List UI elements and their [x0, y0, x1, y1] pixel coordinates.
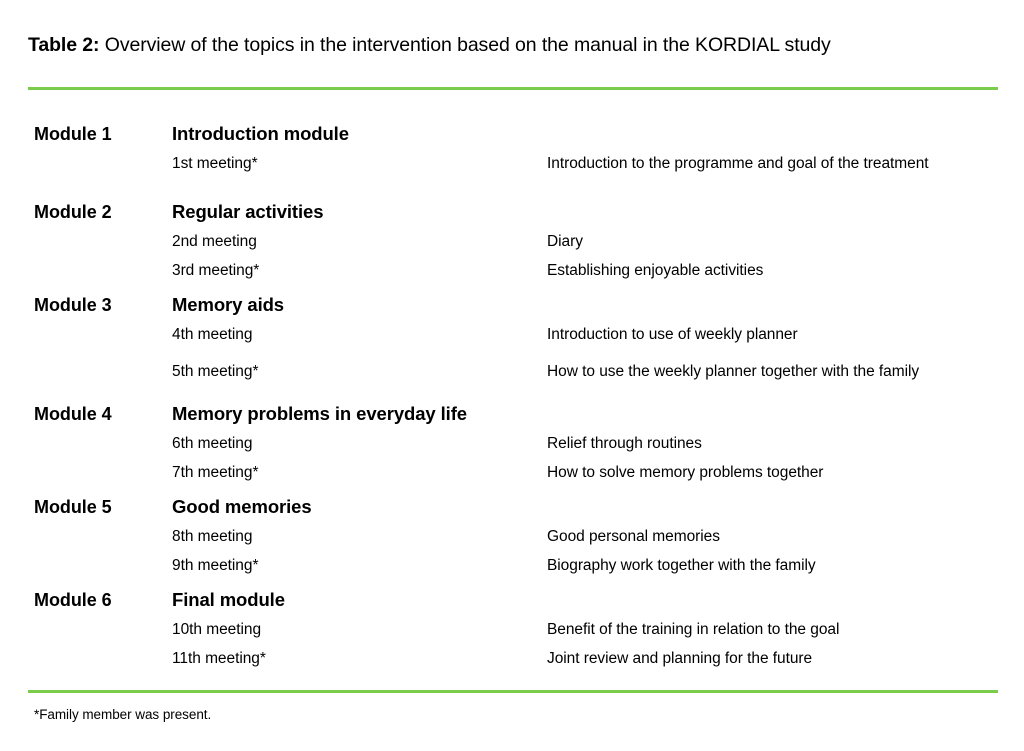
module-header-row: Module 2 Regular activities: [0, 198, 1024, 231]
meeting-topic: Relief through routines: [547, 435, 702, 452]
meeting-label: 10th meeting: [172, 621, 262, 638]
module-id: Module 5: [34, 497, 112, 517]
module-id: Module 2: [34, 202, 112, 222]
module-id: Module 4: [34, 404, 112, 424]
meeting-label: 4th meeting: [172, 326, 253, 343]
module-header-row: Module 5 Good memories: [0, 493, 1024, 526]
module-header-row: Module 3 Memory aids: [0, 291, 1024, 324]
module-title: Memory problems in everyday life: [172, 403, 467, 424]
meeting-topic: Good personal memories: [547, 528, 720, 545]
meeting-row: 1st meeting* Introduction to the program…: [0, 153, 1024, 182]
module-title: Final module: [172, 589, 285, 610]
meeting-topic: Joint review and planning for the future: [547, 650, 813, 667]
module-header-row: Module 4 Memory problems in everyday lif…: [0, 400, 1024, 433]
table-footnote: *Family member was present.: [34, 707, 212, 722]
module-block: Module 6 Final module 10th meeting Benef…: [0, 586, 1024, 677]
meeting-label: 8th meeting: [172, 528, 253, 545]
module-title: Regular activities: [172, 201, 324, 222]
meeting-topic: Establishing enjoyable activities: [547, 262, 764, 279]
module-header-row: Module 1 Introduction module: [0, 120, 1024, 153]
meeting-row: 4th meeting Introduction to use of weekl…: [0, 324, 1024, 361]
top-rule: [28, 87, 998, 90]
meeting-label: 11th meeting*: [172, 650, 266, 667]
bottom-rule: [28, 690, 998, 693]
table-caption: Table 2: Overview of the topics in the i…: [28, 32, 1000, 58]
module-id: Module 6: [34, 590, 112, 610]
module-id: Module 3: [34, 295, 112, 315]
module-header-row: Module 6 Final module: [0, 586, 1024, 619]
table-body: Module 1 Introduction module 1st meeting…: [0, 120, 1024, 677]
meeting-topic: Biography work together with the family: [547, 557, 816, 574]
module-block: Module 2 Regular activities 2nd meeting …: [0, 198, 1024, 289]
meeting-row: 2nd meeting Diary: [0, 231, 1024, 260]
meeting-row: 5th meeting* How to use the weekly plann…: [0, 361, 1024, 398]
meeting-label: 5th meeting*: [172, 363, 259, 380]
meeting-label: 3rd meeting*: [172, 262, 260, 279]
meeting-label: 7th meeting*: [172, 464, 259, 481]
spacer: [0, 182, 1024, 198]
meeting-topic: Diary: [547, 233, 583, 250]
meeting-label: 9th meeting*: [172, 557, 259, 574]
meeting-row: 9th meeting* Biography work together wit…: [0, 555, 1024, 584]
module-block: Module 1 Introduction module 1st meeting…: [0, 120, 1024, 182]
module-title: Introduction module: [172, 123, 349, 144]
module-block: Module 3 Memory aids 4th meeting Introdu…: [0, 291, 1024, 398]
meeting-row: 10th meeting Benefit of the training in …: [0, 619, 1024, 648]
module-title: Good memories: [172, 496, 312, 517]
meeting-row: 3rd meeting* Establishing enjoyable acti…: [0, 260, 1024, 289]
module-id: Module 1: [34, 124, 112, 144]
meeting-topic: Introduction to use of weekly planner: [547, 326, 798, 343]
meeting-topic: Benefit of the training in relation to t…: [547, 621, 840, 638]
meeting-row: 6th meeting Relief through routines: [0, 433, 1024, 462]
module-block: Module 4 Memory problems in everyday lif…: [0, 400, 1024, 491]
meeting-topic: Introduction to the programme and goal o…: [547, 155, 929, 172]
meeting-topic: How to solve memory problems together: [547, 464, 824, 481]
meeting-row: 11th meeting* Joint review and planning …: [0, 648, 1024, 677]
module-block: Module 5 Good memories 8th meeting Good …: [0, 493, 1024, 584]
meeting-row: 8th meeting Good personal memories: [0, 526, 1024, 555]
meeting-label: 1st meeting*: [172, 155, 258, 172]
meeting-row: 7th meeting* How to solve memory problem…: [0, 462, 1024, 491]
meeting-topic: How to use the weekly planner together w…: [547, 363, 920, 380]
caption-label: Table 2:: [28, 34, 100, 56]
meeting-label: 2nd meeting: [172, 233, 257, 250]
module-title: Memory aids: [172, 294, 284, 315]
meeting-label: 6th meeting: [172, 435, 253, 452]
caption-text: Overview of the topics in the interventi…: [99, 34, 831, 56]
